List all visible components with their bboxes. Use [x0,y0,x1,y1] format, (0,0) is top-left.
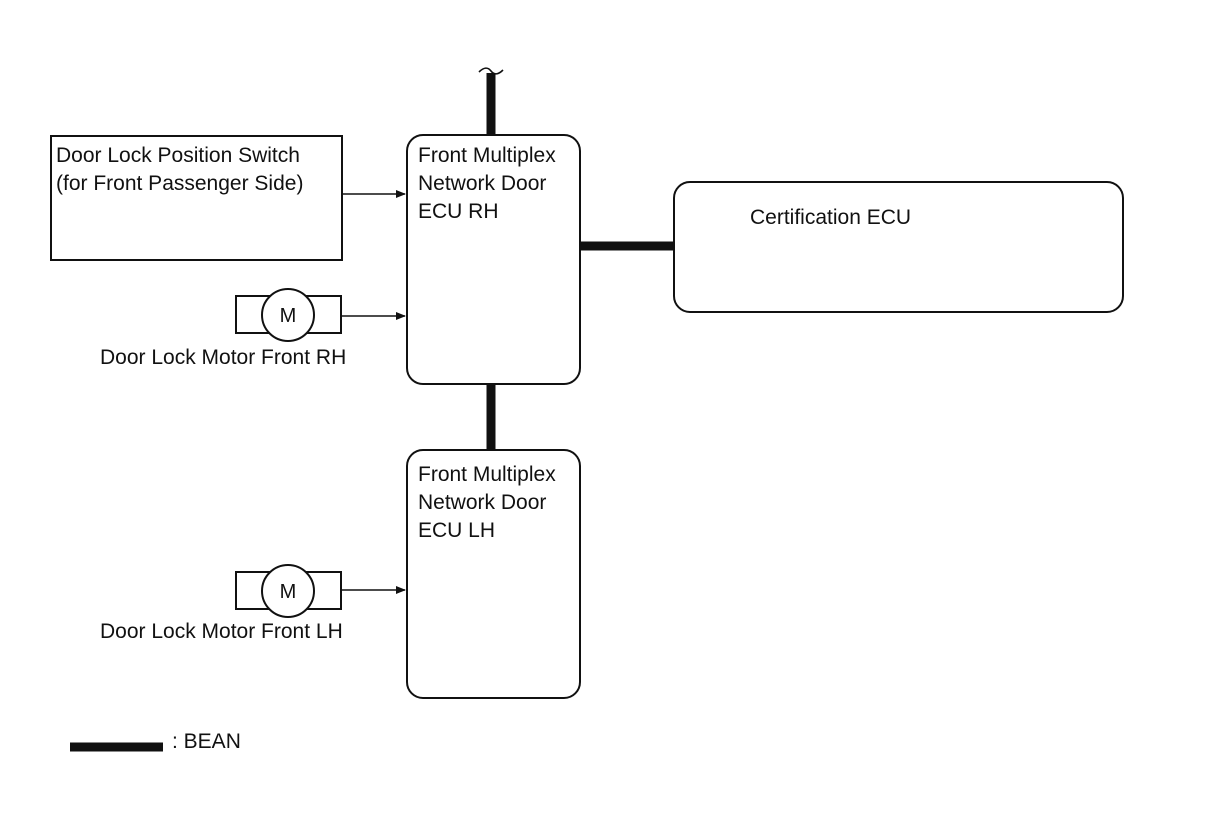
motor-lh-symbol: M [235,564,342,618]
motor-rh-m-label: M [280,305,297,327]
ecu-rh-label-line3: ECU RH [418,200,499,223]
position-switch-label-line2: (for Front Passenger Side) [56,172,304,195]
motor-lh-m-label: M [280,581,297,603]
ecu-rh-box [406,134,581,385]
ecu-lh-label-line2: Network Door [418,491,547,514]
bus-continuation-mark [478,67,504,75]
certification-ecu-box [673,181,1124,313]
ecu-lh-label-line3: ECU LH [418,519,496,542]
ecu-lh-label-line1: Front Multiplex [418,463,556,486]
ecu-lh-box [406,449,581,699]
position-switch-box [50,135,343,261]
motor-rh-label: Door Lock Motor Front RH [100,346,347,369]
motor-rh-symbol: M [235,288,342,342]
position-switch-label-line1: Door Lock Position Switch [56,144,300,167]
ecu-rh-label-line2: Network Door [418,172,547,195]
ecu-rh-label-line1: Front Multiplex [418,144,556,167]
legend-label: : BEAN [172,730,241,753]
motor-lh-label: Door Lock Motor Front LH [100,620,343,643]
certification-ecu-label: Certification ECU [750,206,912,229]
